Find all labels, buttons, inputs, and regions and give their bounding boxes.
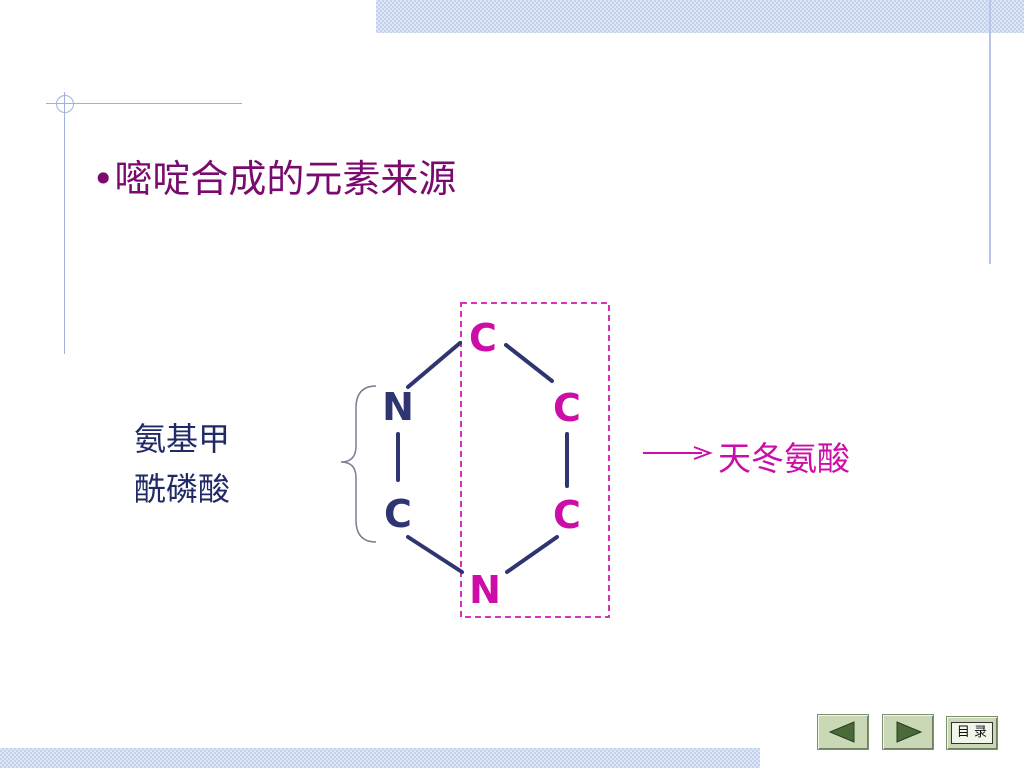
atom-n1: N: [469, 568, 501, 612]
next-slide-button[interactable]: [882, 714, 934, 750]
atom-n3: N: [382, 385, 414, 429]
bottom-decor-band: [0, 748, 760, 768]
top-decor-band: [376, 0, 1024, 33]
bond-c4-c5: [504, 343, 554, 383]
source-left-line2: 酰磷酸: [134, 470, 231, 508]
aspartate-dashed-box: [460, 302, 610, 618]
arrow-head-icon: [693, 446, 713, 460]
atom-c4: C: [469, 316, 497, 360]
bond-c2-n1: [406, 535, 464, 574]
atom-c2: C: [384, 492, 412, 536]
bond-c4-n3: [406, 341, 462, 389]
atom-c5: C: [553, 386, 581, 430]
top-decor-line: [46, 103, 242, 104]
table-of-contents-button[interactable]: 目 录: [946, 716, 998, 750]
aspartate-label: 天冬氨酸: [718, 439, 850, 478]
left-decor-line: [64, 92, 65, 354]
source-left-line1: 氨基甲: [134, 420, 231, 458]
left-brace: [340, 385, 377, 543]
bond-c6-n1: [505, 535, 559, 574]
crosshair-circle-icon: [56, 95, 74, 113]
atom-c6: C: [553, 493, 581, 537]
triangle-right-icon: [896, 721, 923, 743]
menu-label: 目 录: [951, 722, 993, 744]
right-decor-line: [989, 0, 991, 264]
triangle-left-icon: [828, 721, 855, 743]
carbamoyl-phosphate-label: 氨基甲 酰磷酸: [134, 414, 274, 514]
prev-slide-button[interactable]: [817, 714, 869, 750]
slide-title: •嘧啶合成的元素来源: [92, 157, 457, 201]
